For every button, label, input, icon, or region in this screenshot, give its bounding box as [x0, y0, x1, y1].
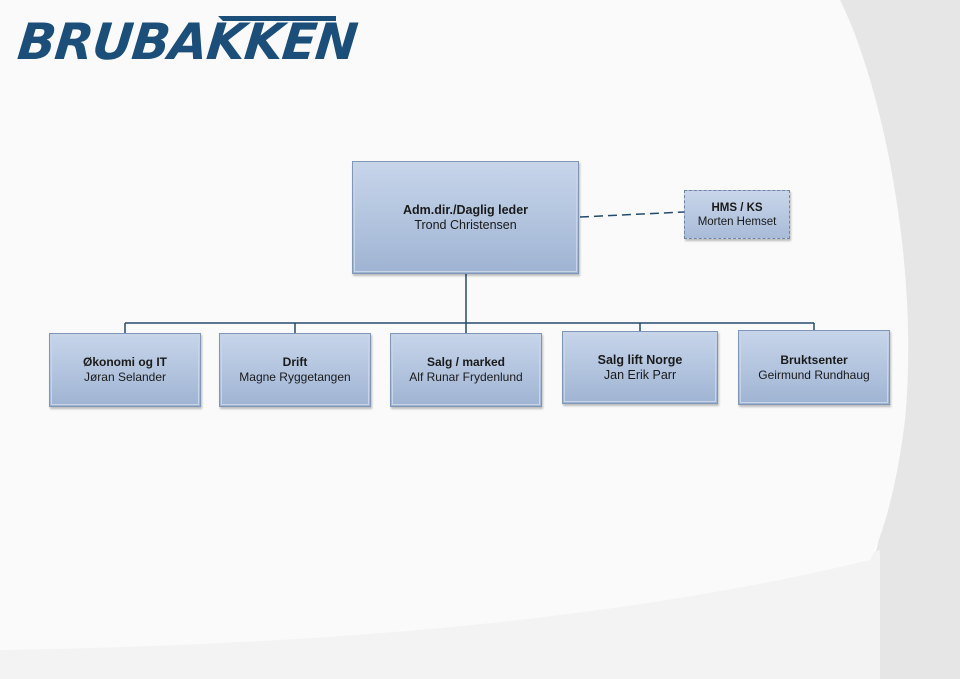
department-title: Salg / marked: [426, 355, 506, 369]
staff-name: Morten Hemset: [697, 215, 777, 228]
root-box: Adm.dir./Daglig leder Trond Christensen: [352, 161, 579, 274]
department-name: Jøran Selander: [83, 370, 167, 384]
department-name: Jan Erik Parr: [603, 367, 677, 382]
department-title: Økonomi og IT: [83, 355, 167, 369]
root-name: Trond Christensen: [414, 217, 517, 232]
department-name: Magne Ryggetangen: [239, 370, 351, 384]
brubakken-logo: BRUBAKKEN: [15, 8, 360, 71]
department-title: Salg lift Norge: [597, 352, 683, 367]
department-title: Drift: [282, 355, 308, 369]
department-name: Alf Runar Frydenlund: [409, 370, 523, 384]
staff-title: HMS / KS: [711, 201, 763, 214]
staff-box: HMS / KS Morten Hemset: [684, 190, 790, 239]
department-box-salg-marked: Salg / marked Alf Runar Frydenlund: [390, 333, 542, 407]
root-title: Adm.dir./Daglig leder: [402, 202, 529, 217]
department-name: Geirmund Rundhaug: [758, 367, 870, 382]
department-title: Bruktsenter: [780, 352, 848, 367]
department-box-salg-lift-norge: Salg lift Norge Jan Erik Parr: [562, 331, 718, 404]
department-box-bruktsenter: Bruktsenter Geirmund Rundhaug: [738, 330, 890, 405]
logo-swoosh-icon: [218, 16, 336, 21]
department-box-drift: Drift Magne Ryggetangen: [219, 333, 371, 407]
department-box-okonomi: Økonomi og IT Jøran Selander: [49, 333, 201, 407]
